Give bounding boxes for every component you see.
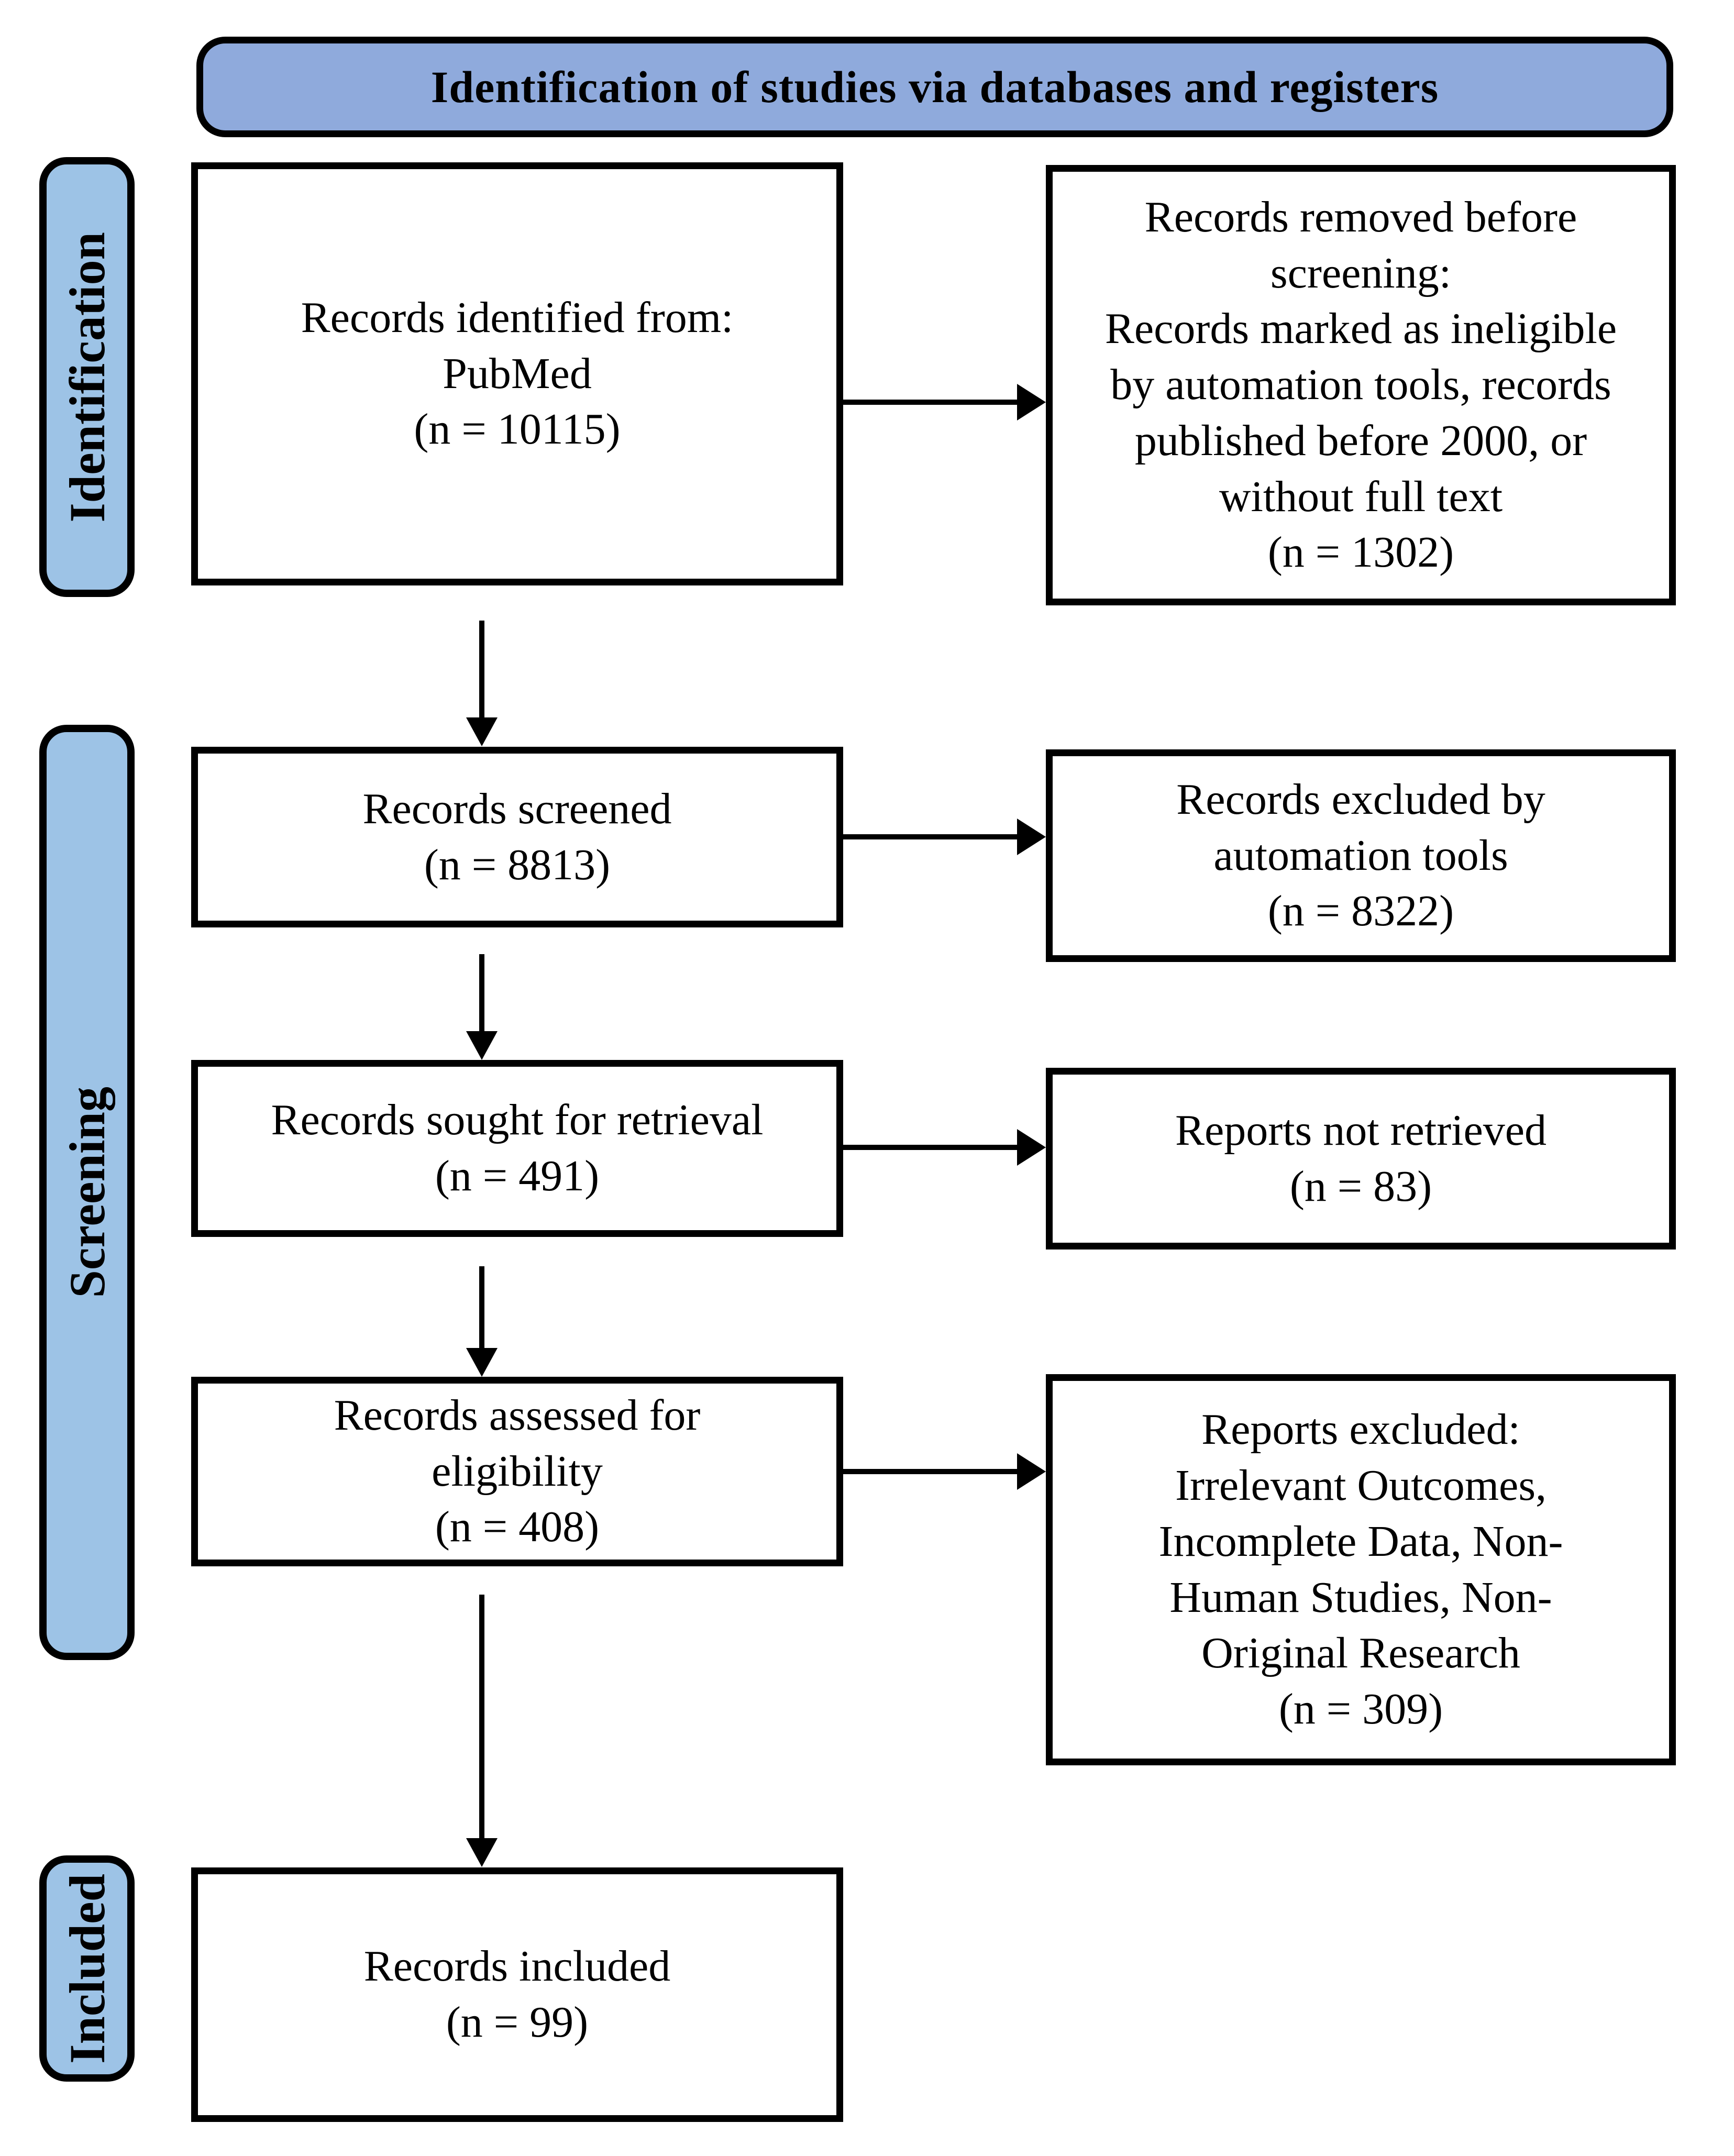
- arrow-down-identified-to-screened: [479, 621, 484, 718]
- box-records-assessed: Records assessed for eligibility (n = 40…: [191, 1377, 843, 1566]
- box-records-screened: Records screened (n = 8813): [191, 747, 843, 927]
- box-records-excluded: Records excluded by automation tools (n …: [1046, 749, 1676, 962]
- header-banner: Identification of studies via databases …: [196, 37, 1673, 137]
- box-records-identified-text: Records identified from: PubMed (n = 101…: [301, 293, 734, 454]
- box-records-sought-text: Records sought for retrieval (n = 491): [271, 1096, 764, 1200]
- box-reports-excluded-text: Reports excluded: Irrelevant Outcomes, I…: [1158, 1405, 1563, 1733]
- stage-label-included: Included: [39, 1855, 135, 2082]
- stage-label-identification: Identification: [39, 157, 135, 597]
- box-records-assessed-text: Records assessed for eligibility (n = 40…: [334, 1391, 701, 1552]
- arrow-right-assessed-to-reports-excluded: [843, 1469, 1017, 1474]
- stage-label-screening: Screening: [39, 725, 135, 1660]
- arrow-right-identified-to-removed: [843, 400, 1017, 405]
- box-records-excluded-text: Records excluded by automation tools (n …: [1176, 775, 1545, 936]
- box-records-screened-text: Records screened (n = 8813): [362, 784, 672, 889]
- box-reports-not-retrieved-text: Reports not retrieved (n = 83): [1175, 1105, 1547, 1211]
- box-reports-excluded: Reports excluded: Irrelevant Outcomes, I…: [1046, 1374, 1676, 1765]
- arrow-right-sought-to-not-retrieved: [843, 1145, 1017, 1150]
- box-records-sought: Records sought for retrieval (n = 491): [191, 1060, 843, 1237]
- stage-label-included-text: Included: [59, 1873, 115, 2064]
- box-records-identified: Records identified from: PubMed (n = 101…: [191, 162, 843, 585]
- stage-label-identification-text: Identification: [59, 231, 115, 523]
- stage-label-screening-text: Screening: [59, 1087, 115, 1298]
- arrow-down-screened-to-sought: [479, 954, 484, 1032]
- arrow-down-assessed-to-included: [479, 1595, 484, 1839]
- box-records-removed-text: Records removed before screening: Record…: [1105, 193, 1617, 577]
- box-reports-not-retrieved: Reports not retrieved (n = 83): [1046, 1068, 1676, 1250]
- arrow-right-screened-to-excluded: [843, 834, 1017, 839]
- box-records-included-text: Records included (n = 99): [363, 1942, 671, 2047]
- arrow-down-sought-to-assessed: [479, 1266, 484, 1348]
- box-records-removed: Records removed before screening: Record…: [1046, 165, 1676, 605]
- box-records-included: Records included (n = 99): [191, 1867, 843, 2122]
- header-title: Identification of studies via databases …: [430, 62, 1439, 112]
